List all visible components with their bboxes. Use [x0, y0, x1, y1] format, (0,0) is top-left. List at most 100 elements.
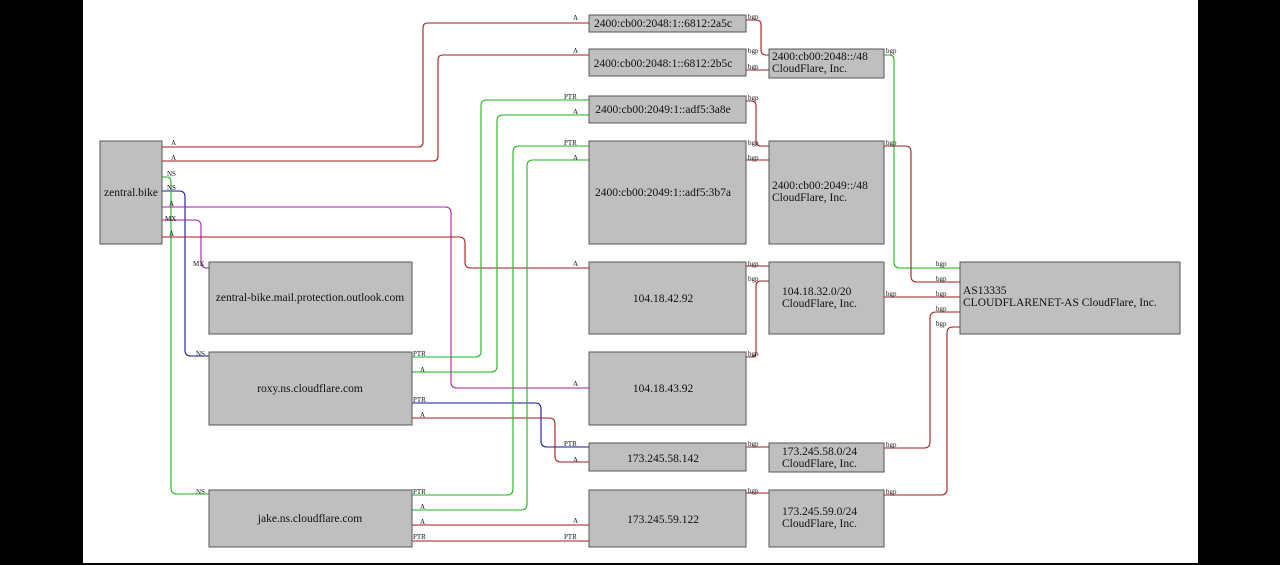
edges — [162, 19, 960, 542]
node-ip6-2b5c[interactable]: 2400:cb00:2048:1::6812:2b5c — [588, 48, 747, 77]
node-mx-outlook[interactable]: zentral-bike.mail.protection.outlook.com — [208, 261, 413, 335]
node-label: 2400:cb00:2048::/48 — [772, 51, 868, 63]
edge-label: bgp — [748, 47, 759, 55]
edge-bgp-2048-as — [884, 54, 960, 269]
node-jake-ns[interactable]: jake.ns.cloudflare.com — [208, 489, 413, 548]
node-ip6-3a8e[interactable]: 2400:cb00:2049:1::adf5:3a8e — [588, 95, 747, 124]
edge-jake-ptr-3b7a — [412, 145, 589, 496]
edge-label: NS — [167, 184, 176, 192]
node-label: 2400:cb00:2048:1::6812:2a5c — [594, 18, 732, 30]
edge-label: A — [573, 517, 578, 525]
node-label: 173.245.58.142 — [627, 453, 699, 465]
node-ip6-2a5c[interactable]: 2400:cb00:2048:1::6812:2a5c — [588, 14, 747, 33]
edge-label: A — [169, 230, 174, 238]
node-label: 2400:cb00:2049:1::adf5:3b7a — [595, 187, 731, 199]
edge-label: A — [420, 503, 425, 511]
node-label: 2400:cb00:2049::/48 — [772, 180, 868, 192]
edge-zentral-ns-roxy — [162, 190, 209, 357]
edge-label: A — [171, 154, 176, 162]
edge-label: bgp — [886, 488, 897, 496]
edge-label: PTR — [413, 396, 426, 404]
edge-label: A — [573, 47, 578, 55]
node-prefix-59[interactable]: 173.245.59.0/24 CloudFlare, Inc. — [768, 489, 885, 548]
node-label: 104.18.42.92 — [633, 293, 694, 305]
node-ip-173-245-58-142[interactable]: 173.245.58.142 — [588, 442, 747, 472]
edge-label: bgp — [748, 487, 759, 495]
node-label: CloudFlare, Inc. — [772, 63, 847, 75]
edge-bgp-58-as — [884, 311, 960, 449]
edge-bgp-59-as — [884, 326, 960, 496]
edge-label: A — [420, 518, 425, 526]
edge-label: bgp — [748, 13, 759, 21]
edge-label: NS — [167, 170, 176, 178]
node-label: 173.245.59.122 — [627, 514, 699, 526]
edge-label: bgp — [748, 350, 759, 358]
edge-label: PTR — [413, 533, 426, 541]
edge-label: A — [573, 380, 578, 388]
node-label: 173.245.58.0/24 — [782, 446, 857, 458]
edge-roxy-a-3a8e — [412, 114, 589, 373]
edge-label: MX — [165, 215, 176, 223]
node-prefix-104[interactable]: 104.18.32.0/20 CloudFlare, Inc. — [768, 261, 885, 335]
edge-label: MX — [193, 260, 204, 268]
node-as13335[interactable]: AS13335 CLOUDFLARENET-AS CloudFlare, Inc… — [959, 261, 1181, 335]
edge-zentral-a-2a5c — [162, 22, 589, 148]
edge-label: bgp — [886, 290, 897, 298]
node-label: 173.245.59.0/24 — [782, 506, 857, 518]
edge-label: bgp — [936, 305, 947, 313]
edge-label: PTR — [413, 350, 426, 358]
node-roxy-ns[interactable]: roxy.ns.cloudflare.com — [208, 351, 413, 426]
edge-label: bgp — [886, 47, 897, 55]
node-prefix-2049[interactable]: 2400:cb00:2049::/48 CloudFlare, Inc. — [768, 140, 885, 245]
edge-label: bgp — [936, 275, 947, 283]
edge-label: bgp — [936, 290, 947, 298]
edge-label: NS — [196, 350, 205, 358]
edge-label: PTR — [564, 440, 577, 448]
edge-jake-a-3b7a — [412, 159, 589, 511]
edge-label: bgp — [748, 63, 759, 71]
node-ip-104-18-42-92[interactable]: 104.18.42.92 — [588, 261, 747, 335]
edge-label: NS — [196, 488, 205, 496]
node-ip6-3b7a[interactable]: 2400:cb00:2049:1::adf5:3b7a — [588, 140, 747, 245]
node-label: roxy.ns.cloudflare.com — [257, 383, 363, 395]
edge-label: A — [573, 456, 578, 464]
edge-label: bgp — [886, 441, 897, 449]
edge-label: bgp — [748, 260, 759, 268]
node-label: CloudFlare, Inc. — [782, 518, 857, 530]
node-label: AS13335 — [963, 285, 1007, 297]
node-label: CloudFlare, Inc. — [782, 298, 857, 310]
node-ip-104-18-43-92[interactable]: 104.18.43.92 — [588, 351, 747, 426]
edge-label: bgp — [748, 154, 759, 162]
edge-label: PTR — [564, 139, 577, 147]
node-label: CLOUDFLARENET-AS CloudFlare, Inc. — [963, 297, 1157, 309]
edge-label: A — [573, 260, 578, 268]
node-ip-173-245-59-122[interactable]: 173.245.59.122 — [588, 489, 747, 548]
edge-label: A — [420, 411, 425, 419]
edge-zentral-mx-outlook — [162, 219, 209, 269]
edge-label: bgp — [748, 139, 759, 147]
edge-label: bgp — [936, 260, 947, 268]
edge-label: bgp — [748, 94, 759, 102]
edge-bgp-3a8e-2049 — [746, 100, 769, 147]
edge-label: PTR — [564, 93, 577, 101]
edge-zentral-a-2b5c — [162, 54, 589, 162]
graph-canvas: A A NS NS A MX A MX NS NS A A PTR A PTR … — [83, 0, 1198, 563]
edge-label: bgp — [886, 139, 897, 147]
node-prefix-58[interactable]: 173.245.58.0/24 CloudFlare, Inc. — [768, 442, 885, 473]
edge-label: A — [171, 139, 176, 147]
edge-zentral-a-43-92 — [162, 206, 589, 389]
node-zentral-bike[interactable]: zentral.bike — [99, 140, 163, 245]
node-label: 2400:cb00:2049:1::adf5:3a8e — [595, 104, 730, 116]
node-label: zentral-bike.mail.protection.outlook.com — [216, 292, 404, 304]
node-label: CloudFlare, Inc. — [782, 458, 857, 470]
node-label: CloudFlare, Inc. — [772, 192, 847, 204]
edge-label: PTR — [413, 488, 426, 496]
node-label: 104.18.43.92 — [633, 383, 694, 395]
node-prefix-2048[interactable]: 2400:cb00:2048::/48 CloudFlare, Inc. — [768, 48, 885, 79]
edge-roxy-ptr-3a8e — [412, 99, 589, 358]
node-label: jake.ns.cloudflare.com — [257, 513, 362, 525]
edge-bgp-2049-as — [884, 145, 960, 283]
edge-label: A — [420, 366, 425, 374]
edge-roxy-ptr-58-142 — [412, 402, 589, 448]
edge-label: bgp — [748, 275, 759, 283]
